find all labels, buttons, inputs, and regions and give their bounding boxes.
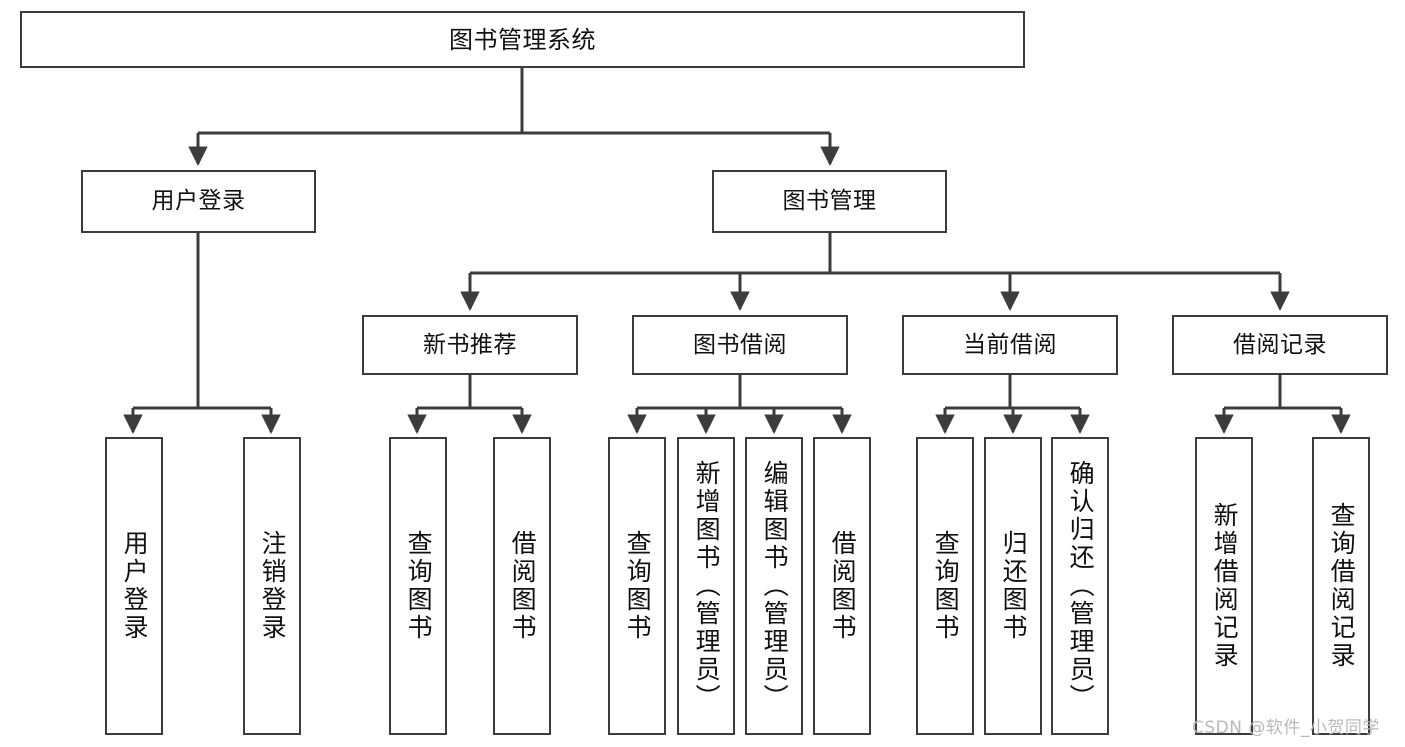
node-label: 借阅图书 [508, 530, 538, 642]
node-label: 用户登录 [151, 188, 246, 214]
leaf-current-confirm-return-admin[interactable]: 确认归还（管理员） [1051, 437, 1109, 735]
leaf-borrow-add-book-admin[interactable]: 新增图书（管理员） [677, 437, 735, 735]
node-label: 用户登录 [120, 530, 150, 642]
node-user-login[interactable]: 用户登录 [81, 170, 316, 233]
node-current-borrow[interactable]: 当前借阅 [902, 315, 1118, 375]
leaf-current-return-book[interactable]: 归还图书 [984, 437, 1042, 735]
node-label: 查询图书 [931, 530, 961, 642]
node-root-system[interactable]: 图书管理系统 [20, 11, 1025, 68]
node-label: 编辑图书（管理员） [760, 460, 790, 712]
leaf-user-login-login[interactable]: 用户登录 [105, 437, 163, 735]
node-label: 新增图书（管理员） [692, 460, 722, 712]
leaf-current-query-book[interactable]: 查询图书 [916, 437, 974, 735]
node-label: 新增借阅记录 [1210, 502, 1240, 670]
node-label: 确认归还（管理员） [1066, 460, 1096, 712]
node-label: 查询图书 [404, 530, 434, 642]
node-label: 注销登录 [258, 530, 288, 642]
node-label: 查询借阅记录 [1327, 502, 1357, 670]
watermark-text: CSDN @软件_小贺同学 [1192, 718, 1380, 738]
node-label: 查询图书 [623, 530, 653, 642]
node-label: 新书推荐 [423, 331, 517, 358]
node-label: 借阅图书 [828, 530, 858, 642]
leaf-user-login-logout[interactable]: 注销登录 [243, 437, 301, 735]
node-label: 图书管理 [782, 188, 877, 214]
node-borrow-record[interactable]: 借阅记录 [1172, 315, 1388, 375]
node-label: 归还图书 [999, 530, 1029, 642]
node-new-book-recommend[interactable]: 新书推荐 [362, 315, 578, 375]
leaf-record-query-record[interactable]: 查询借阅记录 [1312, 437, 1370, 735]
leaf-new-book-query[interactable]: 查询图书 [389, 437, 447, 735]
node-book-management[interactable]: 图书管理 [712, 170, 947, 233]
node-label: 图书借阅 [693, 331, 787, 358]
node-label: 借阅记录 [1233, 331, 1327, 358]
node-label: 图书管理系统 [449, 25, 596, 54]
node-book-borrow[interactable]: 图书借阅 [632, 315, 848, 375]
leaf-borrow-borrow-book[interactable]: 借阅图书 [813, 437, 871, 735]
leaf-borrow-query-book[interactable]: 查询图书 [608, 437, 666, 735]
node-label: 当前借阅 [963, 331, 1057, 358]
leaf-record-add-record[interactable]: 新增借阅记录 [1195, 437, 1253, 735]
leaf-new-book-borrow[interactable]: 借阅图书 [493, 437, 551, 735]
leaf-borrow-edit-book-admin[interactable]: 编辑图书（管理员） [745, 437, 803, 735]
